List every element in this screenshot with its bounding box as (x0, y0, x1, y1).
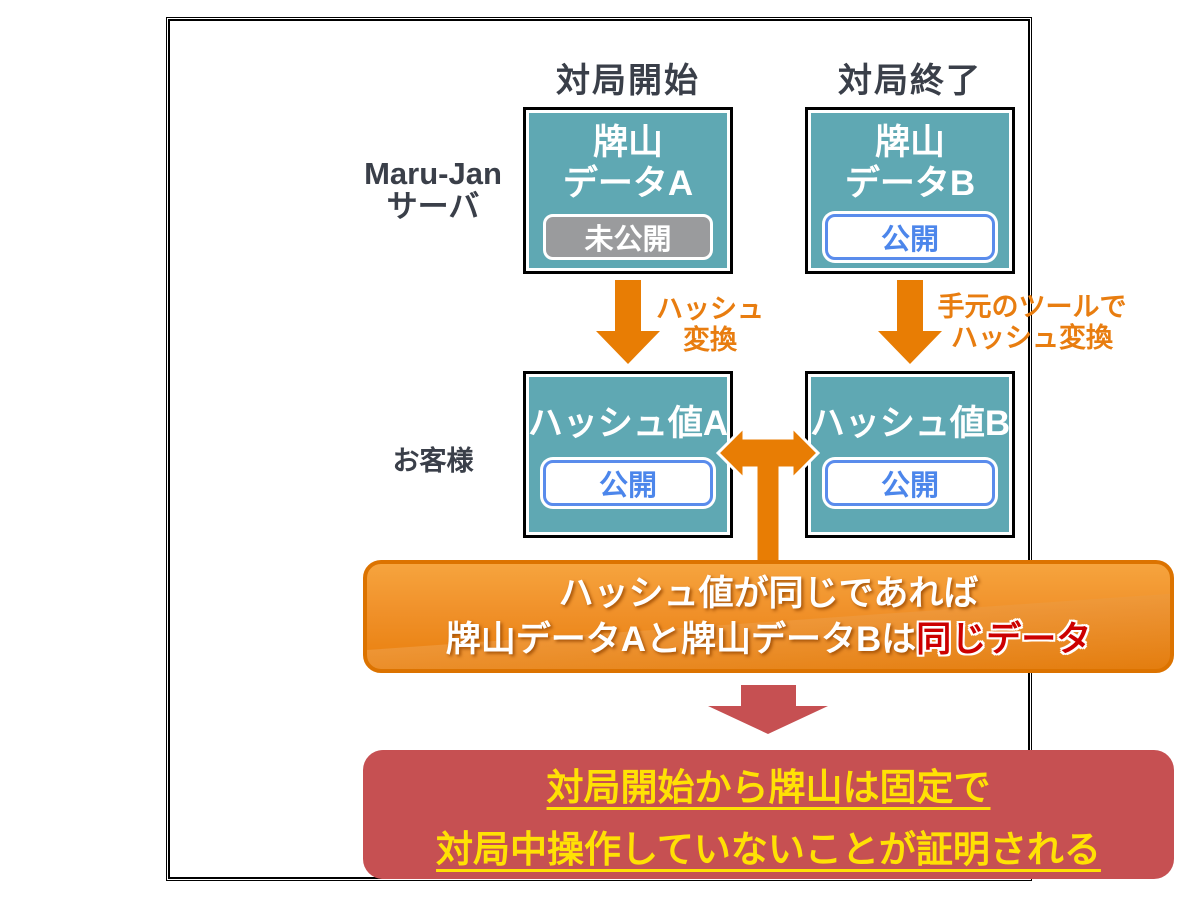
hash-a-title: ハッシュ値A (527, 404, 729, 443)
header-game-end: 対局終了 (838, 62, 982, 100)
box-wall-data-a: 牌山 データA 未公開 (523, 107, 733, 274)
badge-published-hash-b: 公開 (825, 460, 995, 506)
down-arrow-red-icon (708, 685, 828, 734)
down-arrow-icon-right (878, 280, 942, 364)
orange-banner-line2: 牌山データAと牌山データBは同じデータ (445, 619, 1092, 659)
header-game-start: 対局開始 (556, 62, 700, 100)
wall-data-a-title-line2: データA (562, 163, 694, 203)
compare-double-arrow-icon (716, 423, 820, 564)
label-customer: お客様 (392, 446, 474, 476)
label-local-tool-hash-conversion: 手元のツールで ハッシュ変換 (937, 292, 1127, 353)
box-hash-value-b: ハッシュ値B 公開 (805, 371, 1015, 538)
box-wall-data-b: 牌山 データB 公開 (805, 107, 1015, 274)
badge-unpublished: 未公開 (543, 213, 713, 260)
diagram-frame: 対局開始 対局終了 Maru-Jan サーバ お客様 牌山 データA 未公開 牌… (166, 17, 1174, 881)
red-banner-line2: 対局中操作していないことが証明される (436, 828, 1101, 870)
orange-conclusion-banner: ハッシュ値が同じであれば 牌山データAと牌山データBは同じデータ (363, 560, 1174, 673)
wall-data-b-title-line1: 牌山 (874, 122, 945, 162)
hash-b-title: ハッシュ値B (809, 404, 1011, 443)
red-banner-line1: 対局開始から牌山は固定で (546, 766, 991, 808)
label-hash-conversion: ハッシュ 変換 (656, 294, 764, 355)
orange-banner-line1: ハッシュ値が同じであれば (558, 573, 979, 613)
red-proof-banner: 対局開始から牌山は固定で 対局中操作していないことが証明される (363, 750, 1174, 879)
wall-data-b-title-line2: データB (844, 163, 976, 203)
down-arrow-icon-left (596, 280, 660, 364)
box-hash-value-a: ハッシュ値A 公開 (523, 371, 733, 538)
label-server: サーバ (386, 189, 480, 224)
label-maru-jan-server: Maru-Jan サーバ (348, 157, 518, 223)
label-maru-jan: Maru-Jan (364, 156, 502, 191)
badge-published-hash-a: 公開 (543, 460, 713, 506)
badge-published-b: 公開 (825, 213, 995, 260)
wall-data-a-title-line1: 牌山 (592, 122, 663, 162)
same-data-highlight: 同じデータ (916, 619, 1092, 659)
